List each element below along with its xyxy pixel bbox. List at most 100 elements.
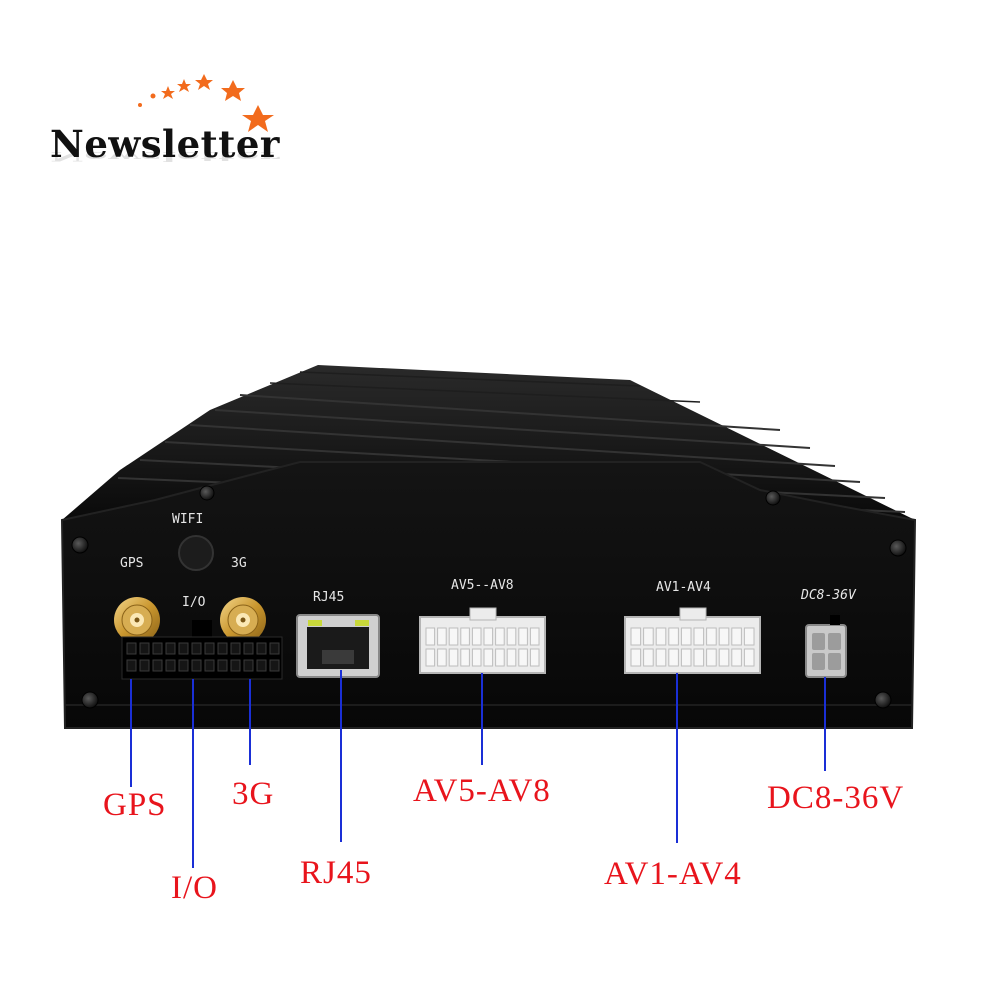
io-pin (204, 659, 215, 672)
connector-pin-cell (495, 627, 505, 646)
star-icon (221, 80, 245, 101)
io-pin (191, 642, 202, 655)
io-pin (139, 642, 150, 655)
connector-pin-cell (693, 627, 705, 646)
star-icon (177, 79, 191, 92)
connector-pin-cell (483, 648, 494, 667)
star-icon (242, 105, 274, 132)
connector-pin-cell (743, 648, 755, 667)
io-pin (191, 659, 202, 672)
io-pin (217, 642, 228, 655)
wifi-button-icon (178, 535, 214, 571)
connector-pin-cell (437, 648, 447, 667)
callout-av5-av8: AV5-AV8 (413, 773, 551, 809)
io-pin (269, 642, 280, 655)
io-pin (204, 642, 215, 655)
connector-pin-cell (460, 627, 470, 646)
screw-icon (199, 485, 215, 501)
panel-label-wifi: WIFI (172, 512, 204, 527)
callout-3g: 3G (232, 776, 275, 812)
screw-icon (71, 536, 89, 554)
connector-pin-cell (483, 627, 494, 646)
star-icon (195, 74, 213, 90)
panel-label-rj45: RJ45 (313, 590, 345, 605)
connector-pin-cell (529, 648, 540, 667)
io-pin (243, 642, 254, 655)
io-pin (178, 659, 189, 672)
connector-pin-cell (680, 627, 692, 646)
connector-pin-cell (731, 627, 742, 646)
connector-pin-cell (471, 648, 482, 667)
panel-label-av1-av4: AV1-AV4 (656, 580, 711, 595)
screw-icon (889, 539, 907, 557)
connector-pin-cell (448, 627, 459, 646)
star-icon (138, 103, 142, 107)
io-header-pins (126, 642, 280, 672)
connector-pin-cell (655, 648, 667, 667)
io-pin (139, 659, 150, 672)
logo-text: Newsletter (50, 122, 280, 166)
logo-stars (138, 74, 274, 132)
io-pin (256, 642, 267, 655)
io-pin (126, 659, 137, 672)
panel-label-gps: GPS (120, 556, 144, 571)
io-pin (269, 659, 280, 672)
screw-icon (81, 691, 99, 709)
connector-pin-cell (706, 648, 717, 667)
io-pin (165, 659, 176, 672)
connector-pin-cell (425, 627, 436, 646)
connector-pin-cell (680, 648, 692, 667)
rj45-port-icon (296, 614, 380, 678)
panel-label-dc: DC8-36V (801, 588, 856, 603)
connector-pin-cell (655, 627, 667, 646)
io-pin (243, 659, 254, 672)
av5-av8-pin-cells (425, 627, 540, 667)
connector-pin-cell (718, 627, 730, 646)
connector-pin-cell (630, 648, 642, 667)
io-pin (152, 659, 163, 672)
connector-pin-cell (518, 627, 528, 646)
gps-antenna-connector-icon (114, 597, 160, 643)
leader-lines (130, 670, 826, 868)
connector-pin-cell (643, 648, 654, 667)
callout-rj45: RJ45 (300, 855, 372, 891)
connector-pin-cell (529, 627, 540, 646)
connector-pin-cell (506, 627, 517, 646)
connector-pin-cell (668, 648, 679, 667)
io-pin (126, 642, 137, 655)
callout-io: I/O (171, 870, 218, 906)
io-pin (230, 642, 241, 655)
connector-pin-cell (718, 648, 730, 667)
connector-pin-cell (731, 648, 742, 667)
panel-label-av5-av8: AV5--AV8 (451, 578, 514, 593)
dc-power-connector-icon (805, 615, 847, 678)
screw-icon (765, 490, 781, 506)
connector-pin-cell (448, 648, 459, 667)
connector-pin-cell (437, 627, 447, 646)
connector-pin-cell (743, 627, 755, 646)
connector-pin-cell (630, 627, 642, 646)
io-pin (217, 659, 228, 672)
io-pin (152, 642, 163, 655)
connector-pin-cell (693, 648, 705, 667)
connector-pin-cell (460, 648, 470, 667)
connector-pin-cell (425, 648, 436, 667)
star-icon (150, 93, 156, 99)
io-pin (178, 642, 189, 655)
connector-pin-cell (506, 648, 517, 667)
callout-av1-av4: AV1-AV4 (604, 856, 742, 892)
panel-screws (71, 485, 907, 709)
io-pin (165, 642, 176, 655)
connector-pin-cell (706, 627, 717, 646)
connector-pin-cell (471, 627, 482, 646)
connector-pin-cell (495, 648, 505, 667)
connector-pin-cell (668, 627, 679, 646)
callout-dc: DC8-36V (767, 780, 905, 816)
screw-icon (874, 691, 892, 709)
panel-label-io: I/O (182, 595, 206, 610)
io-pin (230, 659, 241, 672)
callout-gps: GPS (103, 787, 167, 823)
logo-reflection: Newsletter (50, 148, 280, 164)
